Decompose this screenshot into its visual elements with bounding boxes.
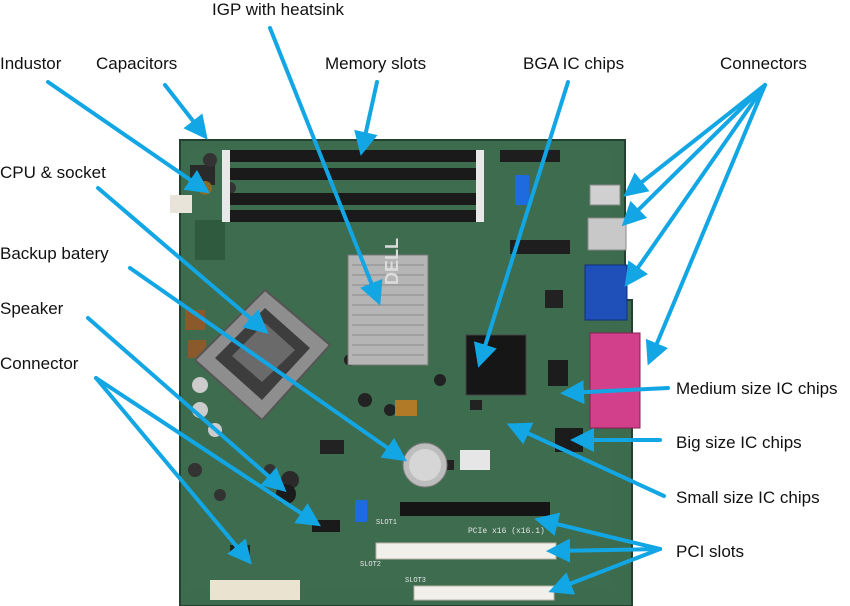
label-connector: Connector bbox=[0, 354, 79, 373]
label-industor: Industor bbox=[0, 54, 62, 73]
arrow-medium-ic bbox=[560, 380, 670, 405]
label-memory-slots: Memory slots bbox=[325, 54, 427, 73]
arrow-conn-4 bbox=[645, 83, 767, 366]
label-igp: IGP with heatsink bbox=[212, 0, 344, 19]
pcie-label: PCIe x16 (x16.1) bbox=[468, 527, 545, 536]
label-speaker: Speaker bbox=[0, 299, 64, 318]
label-cpu: CPU & socket bbox=[0, 163, 106, 182]
slot3-label: SLOT3 bbox=[405, 577, 426, 585]
label-small-ic: Small size IC chips bbox=[676, 488, 820, 507]
label-pci: PCI slots bbox=[676, 542, 745, 561]
arrow-memory bbox=[354, 80, 379, 156]
brand-logo: DELL bbox=[382, 238, 402, 285]
arrow-battery bbox=[128, 266, 407, 462]
memory-slots bbox=[222, 150, 484, 222]
arrow-pci-3 bbox=[548, 547, 662, 595]
arrow-connector-2 bbox=[94, 376, 252, 565]
arrow-speaker bbox=[86, 316, 287, 492]
pci-slots bbox=[375, 542, 557, 601]
label-bga: BGA IC chips bbox=[523, 54, 625, 73]
arrow-pci-2 bbox=[546, 538, 662, 563]
medium-ic bbox=[548, 360, 568, 386]
arrow-bga bbox=[473, 80, 570, 368]
pcie-slot bbox=[400, 502, 550, 516]
label-medium-ic: Medium size IC chips bbox=[676, 379, 838, 398]
arrow-conn-3 bbox=[624, 83, 767, 287]
backup-battery bbox=[402, 442, 448, 488]
label-capacitors: Capacitors bbox=[96, 54, 178, 73]
arrow-small-ic bbox=[506, 422, 666, 498]
slot2-label: SLOT2 bbox=[360, 561, 381, 569]
rear-connectors bbox=[584, 184, 641, 429]
label-big-ic: Big size IC chips bbox=[676, 433, 802, 452]
label-battery: Backup batery bbox=[0, 244, 109, 263]
arrow-pci-1 bbox=[534, 512, 662, 551]
arrow-capacitors bbox=[163, 83, 208, 140]
cpu-socket bbox=[193, 288, 332, 422]
arrow-conn-1 bbox=[623, 83, 767, 197]
arrow-igp bbox=[268, 26, 383, 306]
arrow-conn-2 bbox=[621, 83, 767, 227]
slot1-label: SLOT1 bbox=[376, 519, 397, 527]
arrow-industor bbox=[46, 80, 210, 194]
label-connectors: Connectors bbox=[720, 54, 807, 73]
arrow-cpu bbox=[96, 186, 269, 334]
arrow-connector-1 bbox=[94, 376, 322, 527]
